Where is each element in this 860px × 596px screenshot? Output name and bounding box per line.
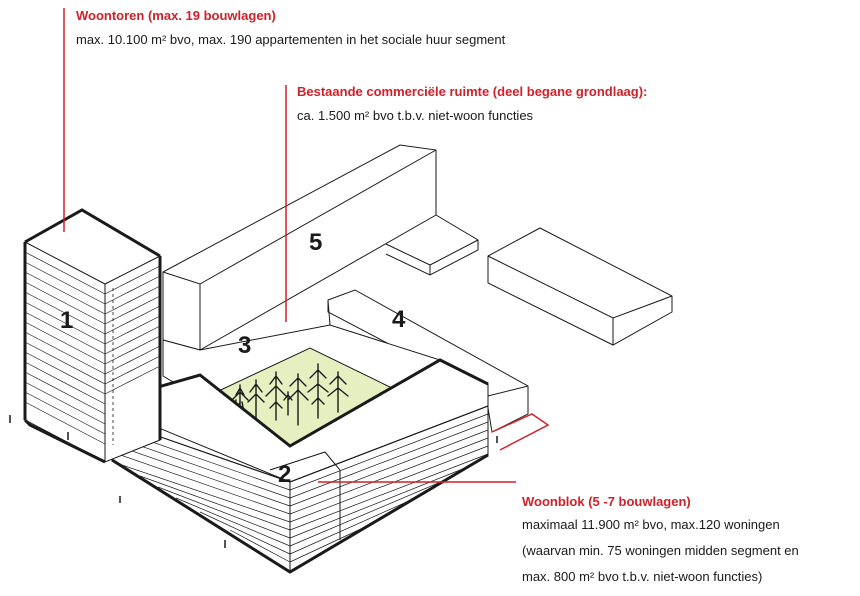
entrance-markers [9, 415, 498, 548]
block-label-1: 1 [60, 307, 73, 334]
block-label-4: 4 [392, 306, 406, 333]
annotation-woontoren-line: max. 10.100 m² bvo, max. 190 appartement… [76, 32, 506, 47]
block-label-5: 5 [309, 229, 322, 256]
annotation-commercieel-line: ca. 1.500 m² bvo t.b.v. niet-woon functi… [297, 108, 534, 123]
annotation-commercieel: Bestaande commerciële ruimte (deel began… [297, 82, 647, 126]
leader-lines [63, 8, 550, 483]
courtyard-trees [231, 363, 349, 426]
annotation-commercieel-title: Bestaande commerciële ruimte (deel began… [297, 84, 648, 99]
annotation-woonblok-line-3: max. 800 m² bvo t.b.v. niet-woon functie… [522, 569, 763, 584]
annotation-woonblok-title: Woonblok (5 -7 bouwlagen) [522, 494, 691, 509]
block-label-2: 2 [278, 461, 291, 488]
annotation-woonblok-line-1: maximaal 11.900 m² bvo, max.120 woningen [522, 517, 780, 532]
block-1 [23, 208, 162, 464]
annotation-woontoren-title: Woontoren (max. 19 bouwlagen) [76, 8, 276, 23]
boundary-commercieel [491, 413, 550, 451]
block-label-3: 3 [238, 332, 251, 359]
block-5 [162, 144, 479, 351]
annotation-woonblok-line-2: (waarvan min. 75 woningen midden segment… [522, 543, 799, 558]
separate-block-right [487, 227, 673, 346]
annotation-woontoren: Woontoren (max. 19 bouwlagen) max. 10.10… [76, 6, 505, 50]
block-2 [111, 358, 489, 574]
annotation-woonblok: Woonblok (5 -7 bouwlagen) maximaal 11.90… [522, 492, 799, 590]
